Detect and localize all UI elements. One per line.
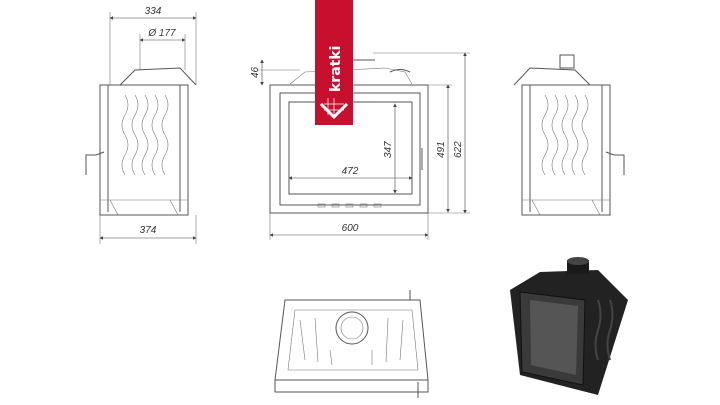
dim-total-width: 600 xyxy=(342,223,359,234)
svg-text:kratki: kratki xyxy=(328,46,344,92)
dim-door-height: 491 xyxy=(436,141,447,158)
front-view: 46 472 347 491 622 600 xyxy=(250,52,470,240)
dim-glass-height: 347 xyxy=(383,141,394,158)
right-side-view xyxy=(513,54,625,216)
dim-top-offset: 46 xyxy=(250,66,261,78)
top-view xyxy=(274,290,429,398)
3d-render xyxy=(510,257,628,395)
dim-flue-diameter: Ø 177 xyxy=(147,28,176,39)
dim-side-depth-bottom: 374 xyxy=(140,225,157,236)
left-side-view: 334 Ø 177 374 xyxy=(85,6,197,244)
dim-glass-width: 472 xyxy=(342,166,359,177)
dim-total-height: 622 xyxy=(453,141,464,158)
kratki-logo: kratki xyxy=(315,0,353,125)
dim-side-depth-top: 334 xyxy=(145,6,162,17)
